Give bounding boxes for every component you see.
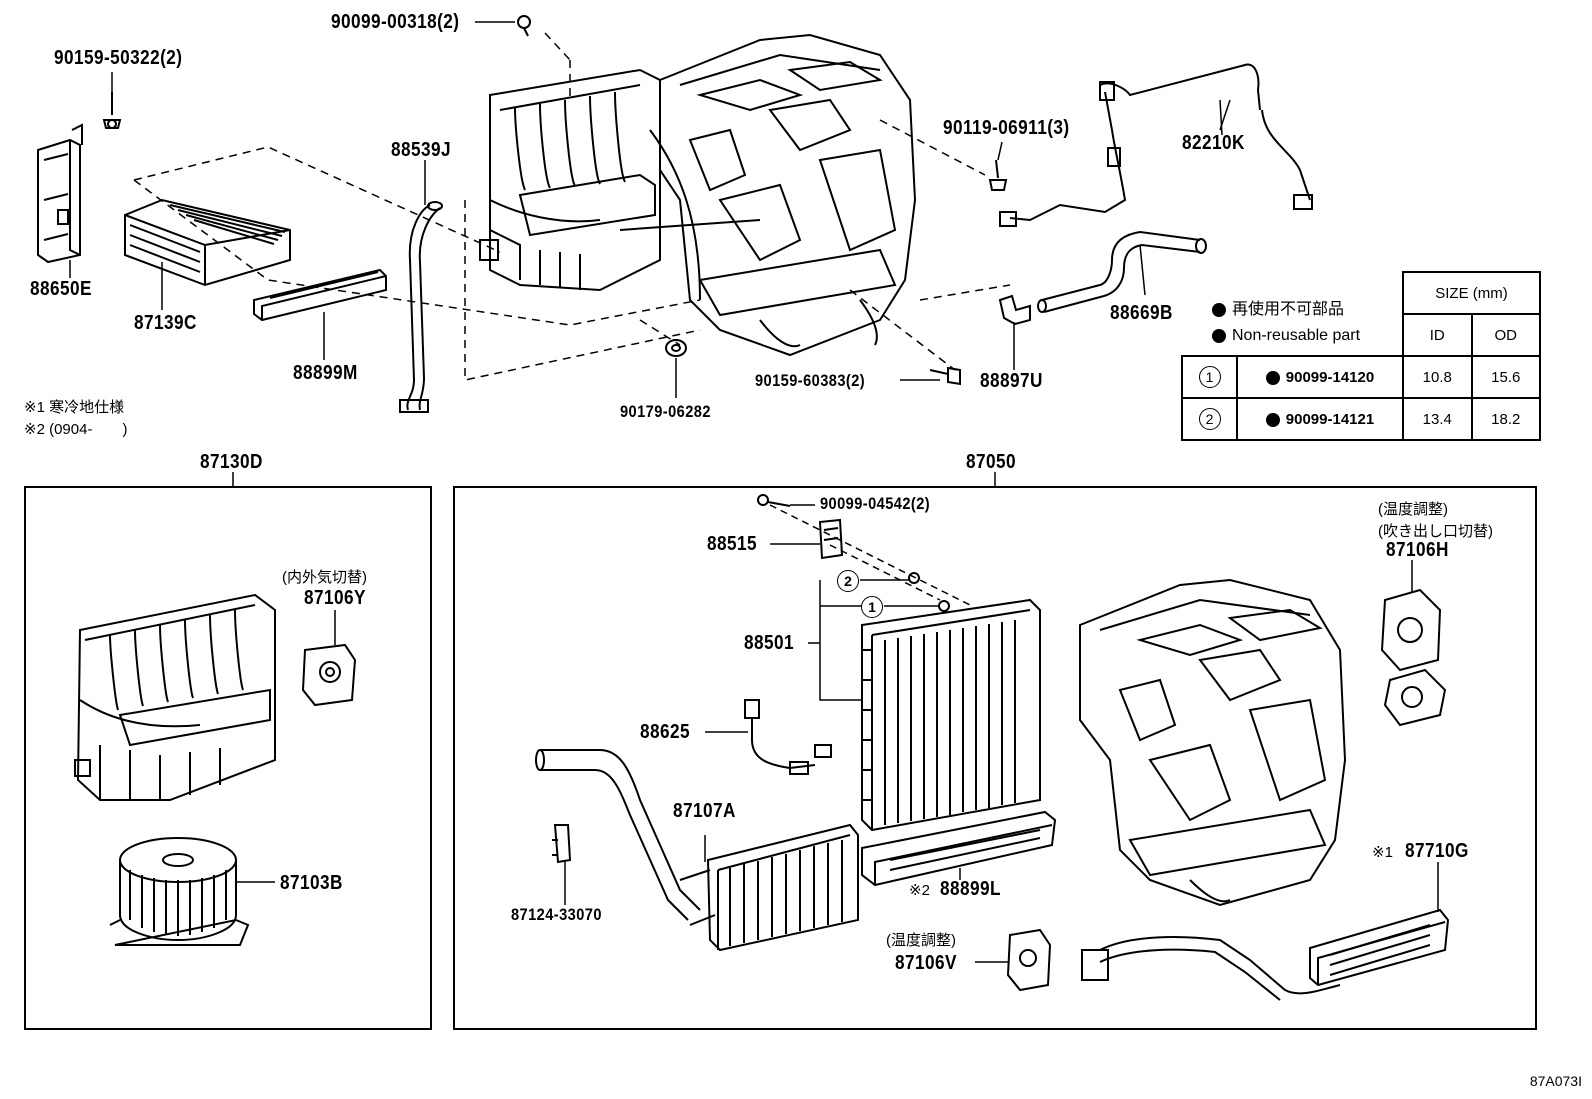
sensor-88515	[770, 518, 844, 560]
air-filter-87139C	[124, 198, 291, 287]
size-header: SIZE (mm)	[1402, 271, 1541, 315]
label-87124-33070: 87124-33070	[511, 905, 602, 924]
mark-88899L: ※2	[909, 882, 930, 899]
heater-core-87107A	[535, 749, 859, 952]
label-87103B: 87103B	[280, 872, 343, 894]
label-88501: 88501	[744, 632, 794, 654]
row-part-cell: 90099-14121	[1236, 397, 1404, 441]
label-87106V: 87106V	[895, 952, 957, 974]
grommet-90179-06282	[665, 339, 687, 398]
table-row: 2 90099-14121 13.4 18.2	[1181, 397, 1541, 441]
label-87130D: 87130D	[200, 451, 263, 473]
screw-90159-50322	[102, 92, 122, 129]
label-88899L: 88899L	[940, 878, 1001, 900]
actuator-87106V	[975, 928, 1052, 992]
label-90159-60383: 90159-60383(2)	[755, 371, 866, 390]
mark-87710G: ※1	[1372, 844, 1393, 861]
dashed-guide-lines	[133, 32, 1011, 381]
label-87106H: 87106H	[1386, 539, 1449, 561]
row-id-cell: 10.8	[1402, 355, 1473, 399]
label-87106Y-jp: (内外気切替)	[282, 569, 367, 586]
label-88539J: 88539J	[391, 139, 451, 161]
leader-lines-top	[69, 72, 1223, 360]
blower-motor-87103B	[109, 837, 275, 946]
label-87050: 87050	[966, 451, 1016, 473]
size-table-subheader-row: ID OD	[1182, 313, 1541, 357]
label-87710G: 87710G	[1405, 840, 1469, 862]
label-82210K: 82210K	[1182, 132, 1245, 154]
label-87106H-jp2: (吹き出し口切替)	[1378, 523, 1493, 540]
label-88625: 88625	[640, 721, 690, 743]
filled-dot-icon	[1212, 302, 1226, 317]
sub-heater-87710G	[1081, 862, 1450, 1001]
hvac-unit-heater-case	[619, 33, 917, 357]
drain-hose-88539J	[399, 201, 443, 413]
row-id-cell: 13.4	[1402, 397, 1473, 441]
label-87139C: 87139C	[134, 312, 197, 334]
wire-harness-82210K	[999, 63, 1313, 227]
row-no-cell: 2	[1181, 397, 1238, 441]
bracket-88897U	[998, 294, 1031, 370]
label-90119-06911: 90119-06911(3)	[943, 117, 1070, 139]
filled-dot-icon	[1265, 412, 1280, 427]
hose-88669B	[1037, 230, 1207, 313]
dashed-guide-lines-bottom	[769, 504, 971, 606]
row-od-cell: 18.2	[1470, 397, 1541, 441]
size-table-header-row: SIZE (mm)	[1182, 271, 1541, 315]
table-row: 1 90099-14120 10.8 15.6	[1181, 355, 1541, 399]
label-88899M: 88899M	[293, 362, 358, 384]
label-90099-00318: 90099-00318(2)	[331, 11, 460, 33]
legend-en: Non-reusable part	[1212, 328, 1360, 344]
o-ring-callouts	[808, 572, 950, 701]
size-table: SIZE (mm) ID OD 1 90099-14120 10.8 15.6 …	[1181, 271, 1541, 441]
row-no-cell: 1	[1181, 355, 1238, 399]
legend-jp: 再使用不可部品	[1212, 302, 1344, 318]
label-87107A: 87107A	[673, 800, 736, 822]
seal-strip-88899M	[253, 268, 387, 322]
figure-code: 87A073I	[1529, 1073, 1582, 1089]
screw-90099-00318	[475, 15, 531, 37]
filled-dot-icon	[1265, 370, 1280, 385]
screw-90099-04542	[757, 494, 815, 507]
label-87106Y: 87106Y	[304, 587, 366, 609]
label-90099-04542: 90099-04542(2)	[820, 494, 931, 513]
label-88650E: 88650E	[30, 278, 92, 300]
box-87050-frame	[453, 472, 1537, 1030]
label-87106H-jp1: (温度調整)	[1378, 501, 1448, 518]
seal-strip-88899L	[861, 810, 1057, 887]
note-2: ※2 (0904- )	[24, 421, 128, 438]
col-id-header: ID	[1402, 313, 1473, 357]
row-part-cell: 90099-14120	[1236, 355, 1404, 399]
box-87130D-frame	[24, 472, 432, 1030]
note-1: ※1 寒冷地仕様	[24, 399, 125, 416]
label-90159-50322: 90159-50322(2)	[54, 47, 183, 69]
amplifier-module-88650E	[37, 123, 83, 264]
actuator-87106Y	[301, 610, 357, 707]
col-od-header: OD	[1470, 313, 1541, 357]
evaporator-88501	[861, 598, 1041, 832]
hvac-case-87050	[1079, 578, 1347, 907]
label-88669B: 88669B	[1110, 302, 1173, 324]
hvac-unit-blower-case	[479, 68, 661, 292]
screw-90119-06911	[988, 141, 1008, 191]
o-ring-callout-2: 2	[837, 570, 859, 592]
o-ring-callout-1: 1	[861, 596, 883, 618]
label-88515: 88515	[707, 533, 757, 555]
label-88897U: 88897U	[980, 370, 1043, 392]
filled-dot-icon	[1212, 328, 1226, 343]
screw-90159-60383	[900, 366, 961, 386]
actuator-87106H	[1380, 560, 1447, 727]
label-87106V-jp: (温度調整)	[886, 932, 956, 949]
blower-case-87130D	[74, 593, 276, 801]
clip-87124-33070	[552, 824, 572, 905]
row-od-cell: 15.6	[1470, 355, 1541, 399]
label-90179-06282: 90179-06282	[620, 402, 711, 421]
sensor-wire-88625	[705, 699, 832, 775]
